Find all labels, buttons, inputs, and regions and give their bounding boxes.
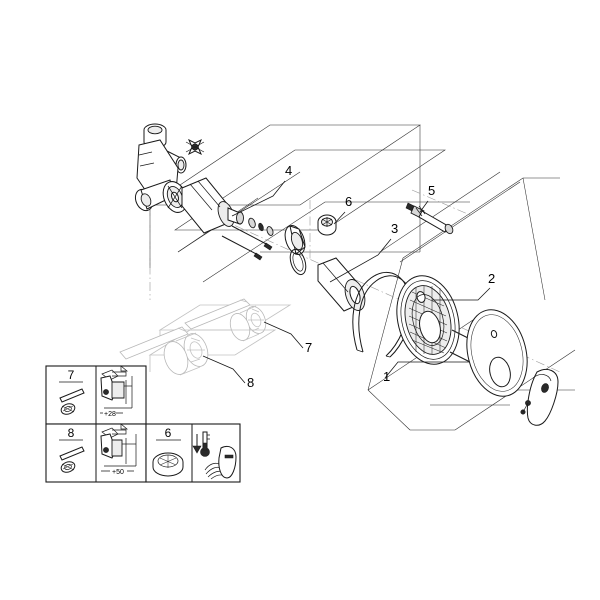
detail-box-7: 7 +28 bbox=[45, 365, 147, 425]
rough-in-valve-body bbox=[134, 123, 188, 213]
callout-labels: 1 2 3 4 5 6 7 8 bbox=[247, 163, 495, 390]
thermometer-icon bbox=[200, 431, 210, 457]
detail-box-6: 6 bbox=[145, 423, 241, 483]
limit-cap-pictogram bbox=[152, 452, 184, 477]
callout-2: 2 bbox=[488, 271, 495, 286]
ghost-extension-kit-7 bbox=[158, 298, 292, 345]
callout-leader-lines bbox=[202, 180, 491, 384]
callout-4: 4 bbox=[285, 163, 292, 178]
callout-1: 1 bbox=[383, 369, 390, 384]
detail-box-7-install-sketch: +28 bbox=[100, 365, 133, 418]
detail-box-7-dimension: +28 bbox=[104, 411, 116, 418]
callout-8: 8 bbox=[247, 375, 254, 390]
detail-box-8: 8 +50 bbox=[45, 423, 147, 483]
ghost-extension-kit-8 bbox=[119, 326, 277, 376]
oring-seal bbox=[289, 248, 307, 276]
callout-3: 3 bbox=[391, 221, 398, 236]
detail-box-8-number: 8 bbox=[68, 426, 75, 440]
lever-handle bbox=[520, 368, 559, 426]
detail-box-7-number: 7 bbox=[68, 368, 75, 382]
detail-box-8-dimension: +50 bbox=[112, 469, 124, 476]
cover-plate-trim bbox=[466, 309, 528, 397]
escutcheon-mounting-plate bbox=[396, 275, 460, 365]
detail-box-8-install-sketch: +50 bbox=[100, 423, 137, 476]
temperature-stop-pin bbox=[405, 202, 454, 235]
cartridge-assembly bbox=[181, 177, 306, 261]
cartridge-sleeve bbox=[317, 257, 366, 312]
arrow-down-icon bbox=[192, 434, 202, 454]
detail-box-6-number: 6 bbox=[165, 426, 172, 440]
temperature-limit-cap bbox=[317, 214, 337, 236]
callout-7: 7 bbox=[305, 340, 312, 355]
cross-plug-part bbox=[185, 138, 205, 156]
callout-5: 5 bbox=[428, 183, 435, 198]
handle-button-icon bbox=[218, 445, 237, 479]
callout-6: 6 bbox=[345, 194, 352, 209]
